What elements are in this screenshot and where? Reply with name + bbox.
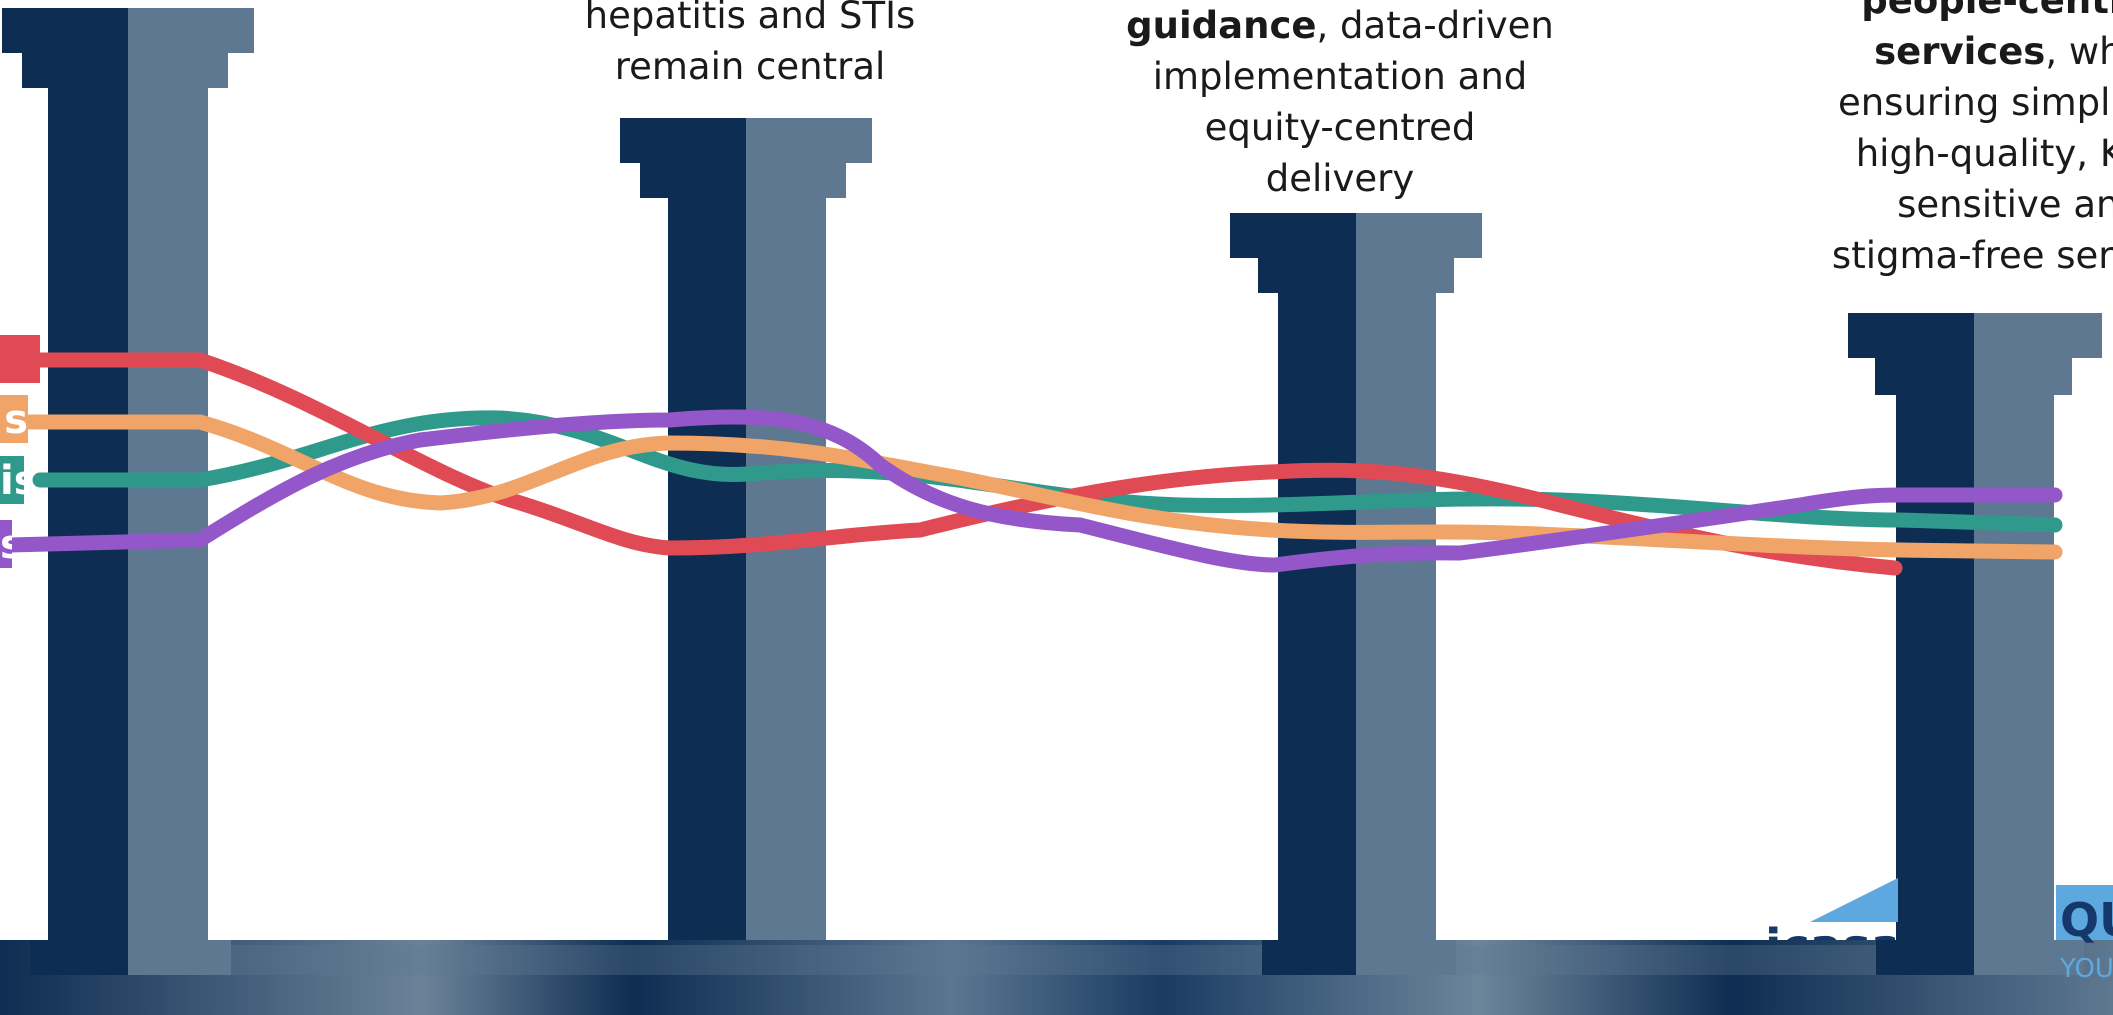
caption-pillar-4-rest: , while <box>2045 30 2113 73</box>
caption-pillar-4-line-5: sensitive and <box>1897 183 2113 226</box>
pillar-1 <box>2 8 254 975</box>
caption-pillar-4-line-1: people-centred <box>1790 0 2113 26</box>
caption-pillar-4-line-4: high-quality, KVP- <box>1855 132 2113 175</box>
caption-pillar-3-line-1: guidance, data-driven <box>1110 0 1570 51</box>
caption-pillar-3-line-2: implementation and <box>1152 55 1528 98</box>
caption-pillar-4-line-6: stigma-free services <box>1831 234 2113 277</box>
logo-mark <box>1810 878 2113 940</box>
caption-pillar-4-line-3: ensuring simplified, <box>1837 81 2113 124</box>
strand-purple <box>2 409 2063 573</box>
caption-pillar-3-line-4: delivery <box>1265 157 1415 200</box>
pillar-2 <box>620 118 872 940</box>
caption-pillar-3-line-3: equity-centred <box>1204 106 1476 149</box>
logo-right-subtext: YOU <box>2060 955 2113 983</box>
logo-right-text: QUI <box>2060 898 2113 943</box>
pillar-base <box>0 940 2113 1015</box>
tag-orange-label: s <box>4 397 28 443</box>
caption-pillar-2-line-2: remain central <box>614 45 886 88</box>
strands <box>2 352 2063 576</box>
tag-red <box>0 335 40 383</box>
tag-teal-label: is <box>0 458 24 504</box>
caption-pillar-2-line-1: hepatitis and STIs <box>584 0 916 37</box>
caption-pillar-4-bold-2: services <box>1874 30 2046 73</box>
caption-pillar-4-bold-1: people-centred <box>1861 0 2113 22</box>
tag-orange: s <box>0 395 28 443</box>
caption-pillar-3: guidance, data-driven implementation and… <box>1110 0 1570 204</box>
caption-pillar-4: people-centred services, while ensuring … <box>1790 0 2113 281</box>
caption-pillar-3-bold: guidance <box>1126 4 1317 47</box>
logo-left-text: icasa <box>1765 912 1895 940</box>
tag-teal: is <box>0 456 24 504</box>
pillar-3 <box>1230 213 1482 975</box>
caption-pillar-4-line-2: services, while <box>1790 26 2113 77</box>
tag-purple-label: s <box>0 522 12 568</box>
caption-pillar-2: hepatitis and STIs remain central <box>520 0 980 92</box>
tag-purple: s <box>0 520 12 568</box>
caption-pillar-3-rest: , data-driven <box>1316 4 1554 47</box>
pillar-4 <box>1848 313 2102 975</box>
